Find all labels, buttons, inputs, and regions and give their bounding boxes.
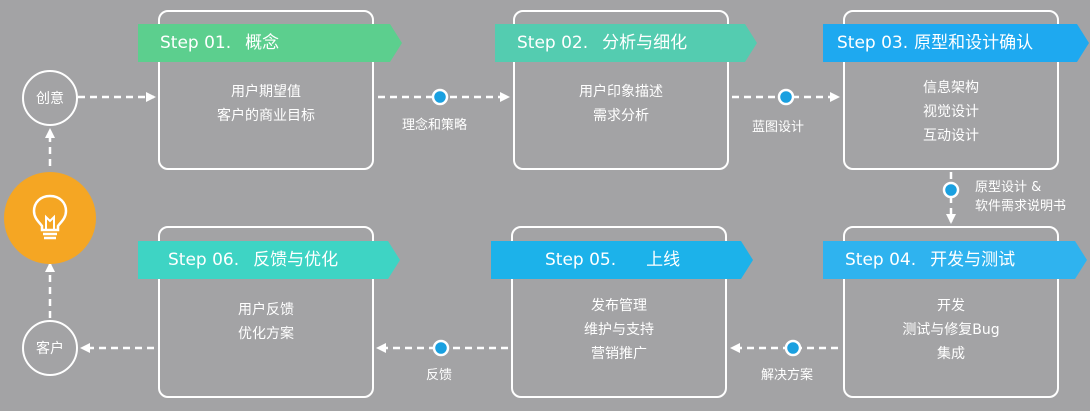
step-3-number: Step 03. bbox=[837, 33, 909, 53]
step-5-box bbox=[511, 226, 727, 398]
connector-dot-4 bbox=[784, 339, 802, 357]
connector-dot-1 bbox=[431, 88, 449, 106]
step-1-banner: Step 01. 概念 bbox=[138, 24, 402, 62]
customer-label: 客户 bbox=[36, 341, 64, 357]
step-2-item: 需求分析 bbox=[593, 108, 649, 124]
step-3-items: 信息架构 视觉设计 互动设计 bbox=[843, 76, 1059, 148]
step-4-item: 开发 bbox=[937, 298, 965, 314]
step-6-item: 优化方案 bbox=[238, 326, 294, 342]
lightbulb-icon bbox=[32, 194, 68, 240]
idea-bulb bbox=[4, 172, 96, 264]
step-4-box bbox=[843, 226, 1059, 398]
step-2-box bbox=[513, 10, 729, 170]
idea-node: 创意 bbox=[22, 70, 78, 126]
connector-label-3-4-line2: 软件需求说明书 bbox=[975, 199, 1067, 214]
step-3-banner: Step 03.原型和设计确认 bbox=[823, 24, 1089, 62]
connector-dot-3 bbox=[942, 181, 960, 199]
step-1-number: Step 01. bbox=[160, 33, 232, 53]
step-3-item: 视觉设计 bbox=[923, 104, 979, 120]
connector-dot-2 bbox=[777, 88, 795, 106]
step-2-number: Step 02. bbox=[517, 33, 589, 53]
step-6-title: 反馈与优化 bbox=[253, 250, 339, 270]
connector-label-2-3: 蓝图设计 bbox=[752, 120, 805, 135]
step-5-item: 发布管理 bbox=[591, 298, 647, 314]
step-1-item: 用户期望值 bbox=[231, 84, 301, 100]
step-6-item: 用户反馈 bbox=[238, 302, 294, 318]
step-3-box bbox=[843, 10, 1059, 170]
connector-label-1-2: 理念和策略 bbox=[402, 118, 468, 133]
idea-label: 创意 bbox=[36, 91, 64, 107]
step-6-banner: Step 06. 反馈与优化 bbox=[138, 241, 400, 279]
step-6-number: Step 06. bbox=[168, 250, 240, 270]
step-3-item: 互动设计 bbox=[923, 128, 979, 144]
customer-node: 客户 bbox=[22, 320, 78, 376]
step-1-items: 用户期望值 客户的商业目标 bbox=[158, 80, 374, 128]
step-2-items: 用户印象描述 需求分析 bbox=[513, 80, 729, 128]
step-1-title: 概念 bbox=[245, 33, 280, 53]
step-5-items: 发布管理 维护与支持 营销推广 bbox=[511, 294, 727, 366]
step-5-number: Step 05. bbox=[545, 250, 617, 270]
step-5-title: 上线 bbox=[646, 250, 681, 270]
step-2-title: 分析与细化 bbox=[602, 33, 688, 53]
step-6-box bbox=[158, 226, 374, 398]
step-4-banner: Step 04. 开发与测试 bbox=[823, 241, 1087, 279]
step-1-box bbox=[158, 10, 374, 170]
step-3-title: 原型和设计确认 bbox=[914, 33, 1034, 53]
step-4-number: Step 04. bbox=[845, 250, 917, 270]
connector-dot-5 bbox=[432, 339, 450, 357]
connector-label-4-5: 解决方案 bbox=[761, 368, 814, 383]
step-4-items: 开发 测试与修复Bug 集成 bbox=[843, 294, 1059, 366]
step-3-item: 信息架构 bbox=[923, 80, 979, 96]
step-5-banner: Step 05. 上线 bbox=[491, 241, 753, 279]
step-4-item: 集成 bbox=[937, 346, 965, 362]
step-2-item: 用户印象描述 bbox=[579, 84, 663, 100]
step-5-item: 营销推广 bbox=[591, 346, 647, 362]
connector-label-3-4-line1: 原型设计 & bbox=[975, 180, 1042, 195]
step-2-banner: Step 02. 分析与细化 bbox=[495, 24, 757, 62]
step-4-title: 开发与测试 bbox=[930, 250, 1016, 270]
step-4-item: 测试与修复Bug bbox=[902, 322, 1000, 338]
connector-label-5-6: 反馈 bbox=[426, 368, 453, 383]
step-6-items: 用户反馈 优化方案 bbox=[158, 298, 374, 346]
step-1-item: 客户的商业目标 bbox=[217, 108, 315, 124]
step-5-item: 维护与支持 bbox=[584, 322, 654, 338]
